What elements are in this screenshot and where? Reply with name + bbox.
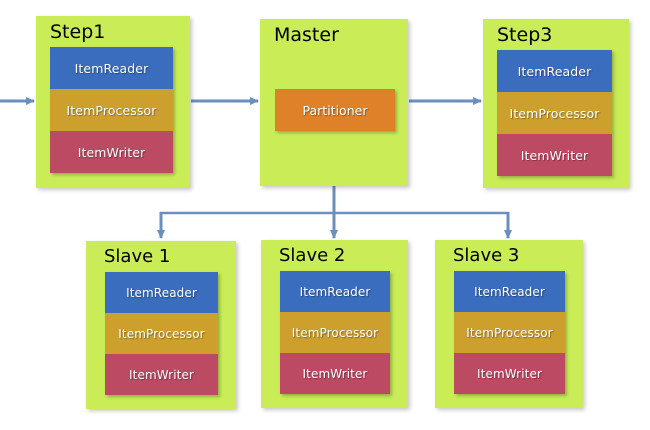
component-item-reader[interactable]: ItemReader <box>280 271 390 312</box>
node-step3-title: Step3 <box>497 24 553 46</box>
node-master[interactable]: Master Partitioner <box>260 19 408 186</box>
component-item-writer[interactable]: ItemWriter <box>280 353 390 394</box>
component-item-processor[interactable]: ItemProcessor <box>50 89 173 131</box>
component-partitioner[interactable]: Partitioner <box>275 89 395 131</box>
component-item-reader[interactable]: ItemReader <box>497 50 612 92</box>
component-item-processor[interactable]: ItemProcessor <box>454 312 565 353</box>
node-step3-components: ItemReader ItemProcessor ItemWriter <box>497 50 612 176</box>
component-item-writer[interactable]: ItemWriter <box>105 354 218 395</box>
node-slave3[interactable]: Slave 3 ItemReader ItemProcessor ItemWri… <box>435 240 583 408</box>
node-slave3-title: Slave 3 <box>453 245 520 266</box>
component-item-processor[interactable]: ItemProcessor <box>105 313 218 354</box>
component-item-reader[interactable]: ItemReader <box>454 271 565 312</box>
node-slave2-components: ItemReader ItemProcessor ItemWriter <box>280 271 390 394</box>
component-item-reader[interactable]: ItemReader <box>105 272 218 313</box>
node-step1-title: Step1 <box>50 21 106 43</box>
node-step1-components: ItemReader ItemProcessor ItemWriter <box>50 47 173 173</box>
node-step3[interactable]: Step3 ItemReader ItemProcessor ItemWrite… <box>483 19 629 188</box>
component-item-reader[interactable]: ItemReader <box>50 47 173 89</box>
node-step1[interactable]: Step1 ItemReader ItemProcessor ItemWrite… <box>36 16 190 188</box>
node-master-title: Master <box>274 24 339 46</box>
component-item-processor[interactable]: ItemProcessor <box>280 312 390 353</box>
component-item-processor[interactable]: ItemProcessor <box>497 92 612 134</box>
component-item-writer[interactable]: ItemWriter <box>454 353 565 394</box>
node-slave2-title: Slave 2 <box>279 245 346 266</box>
component-item-writer[interactable]: ItemWriter <box>50 131 173 173</box>
node-slave1[interactable]: Slave 1 ItemReader ItemProcessor ItemWri… <box>86 241 236 409</box>
component-item-writer[interactable]: ItemWriter <box>497 134 612 176</box>
node-slave1-title: Slave 1 <box>104 246 171 267</box>
node-slave3-components: ItemReader ItemProcessor ItemWriter <box>454 271 565 394</box>
node-slave1-components: ItemReader ItemProcessor ItemWriter <box>105 272 218 395</box>
node-slave2[interactable]: Slave 2 ItemReader ItemProcessor ItemWri… <box>261 240 408 408</box>
